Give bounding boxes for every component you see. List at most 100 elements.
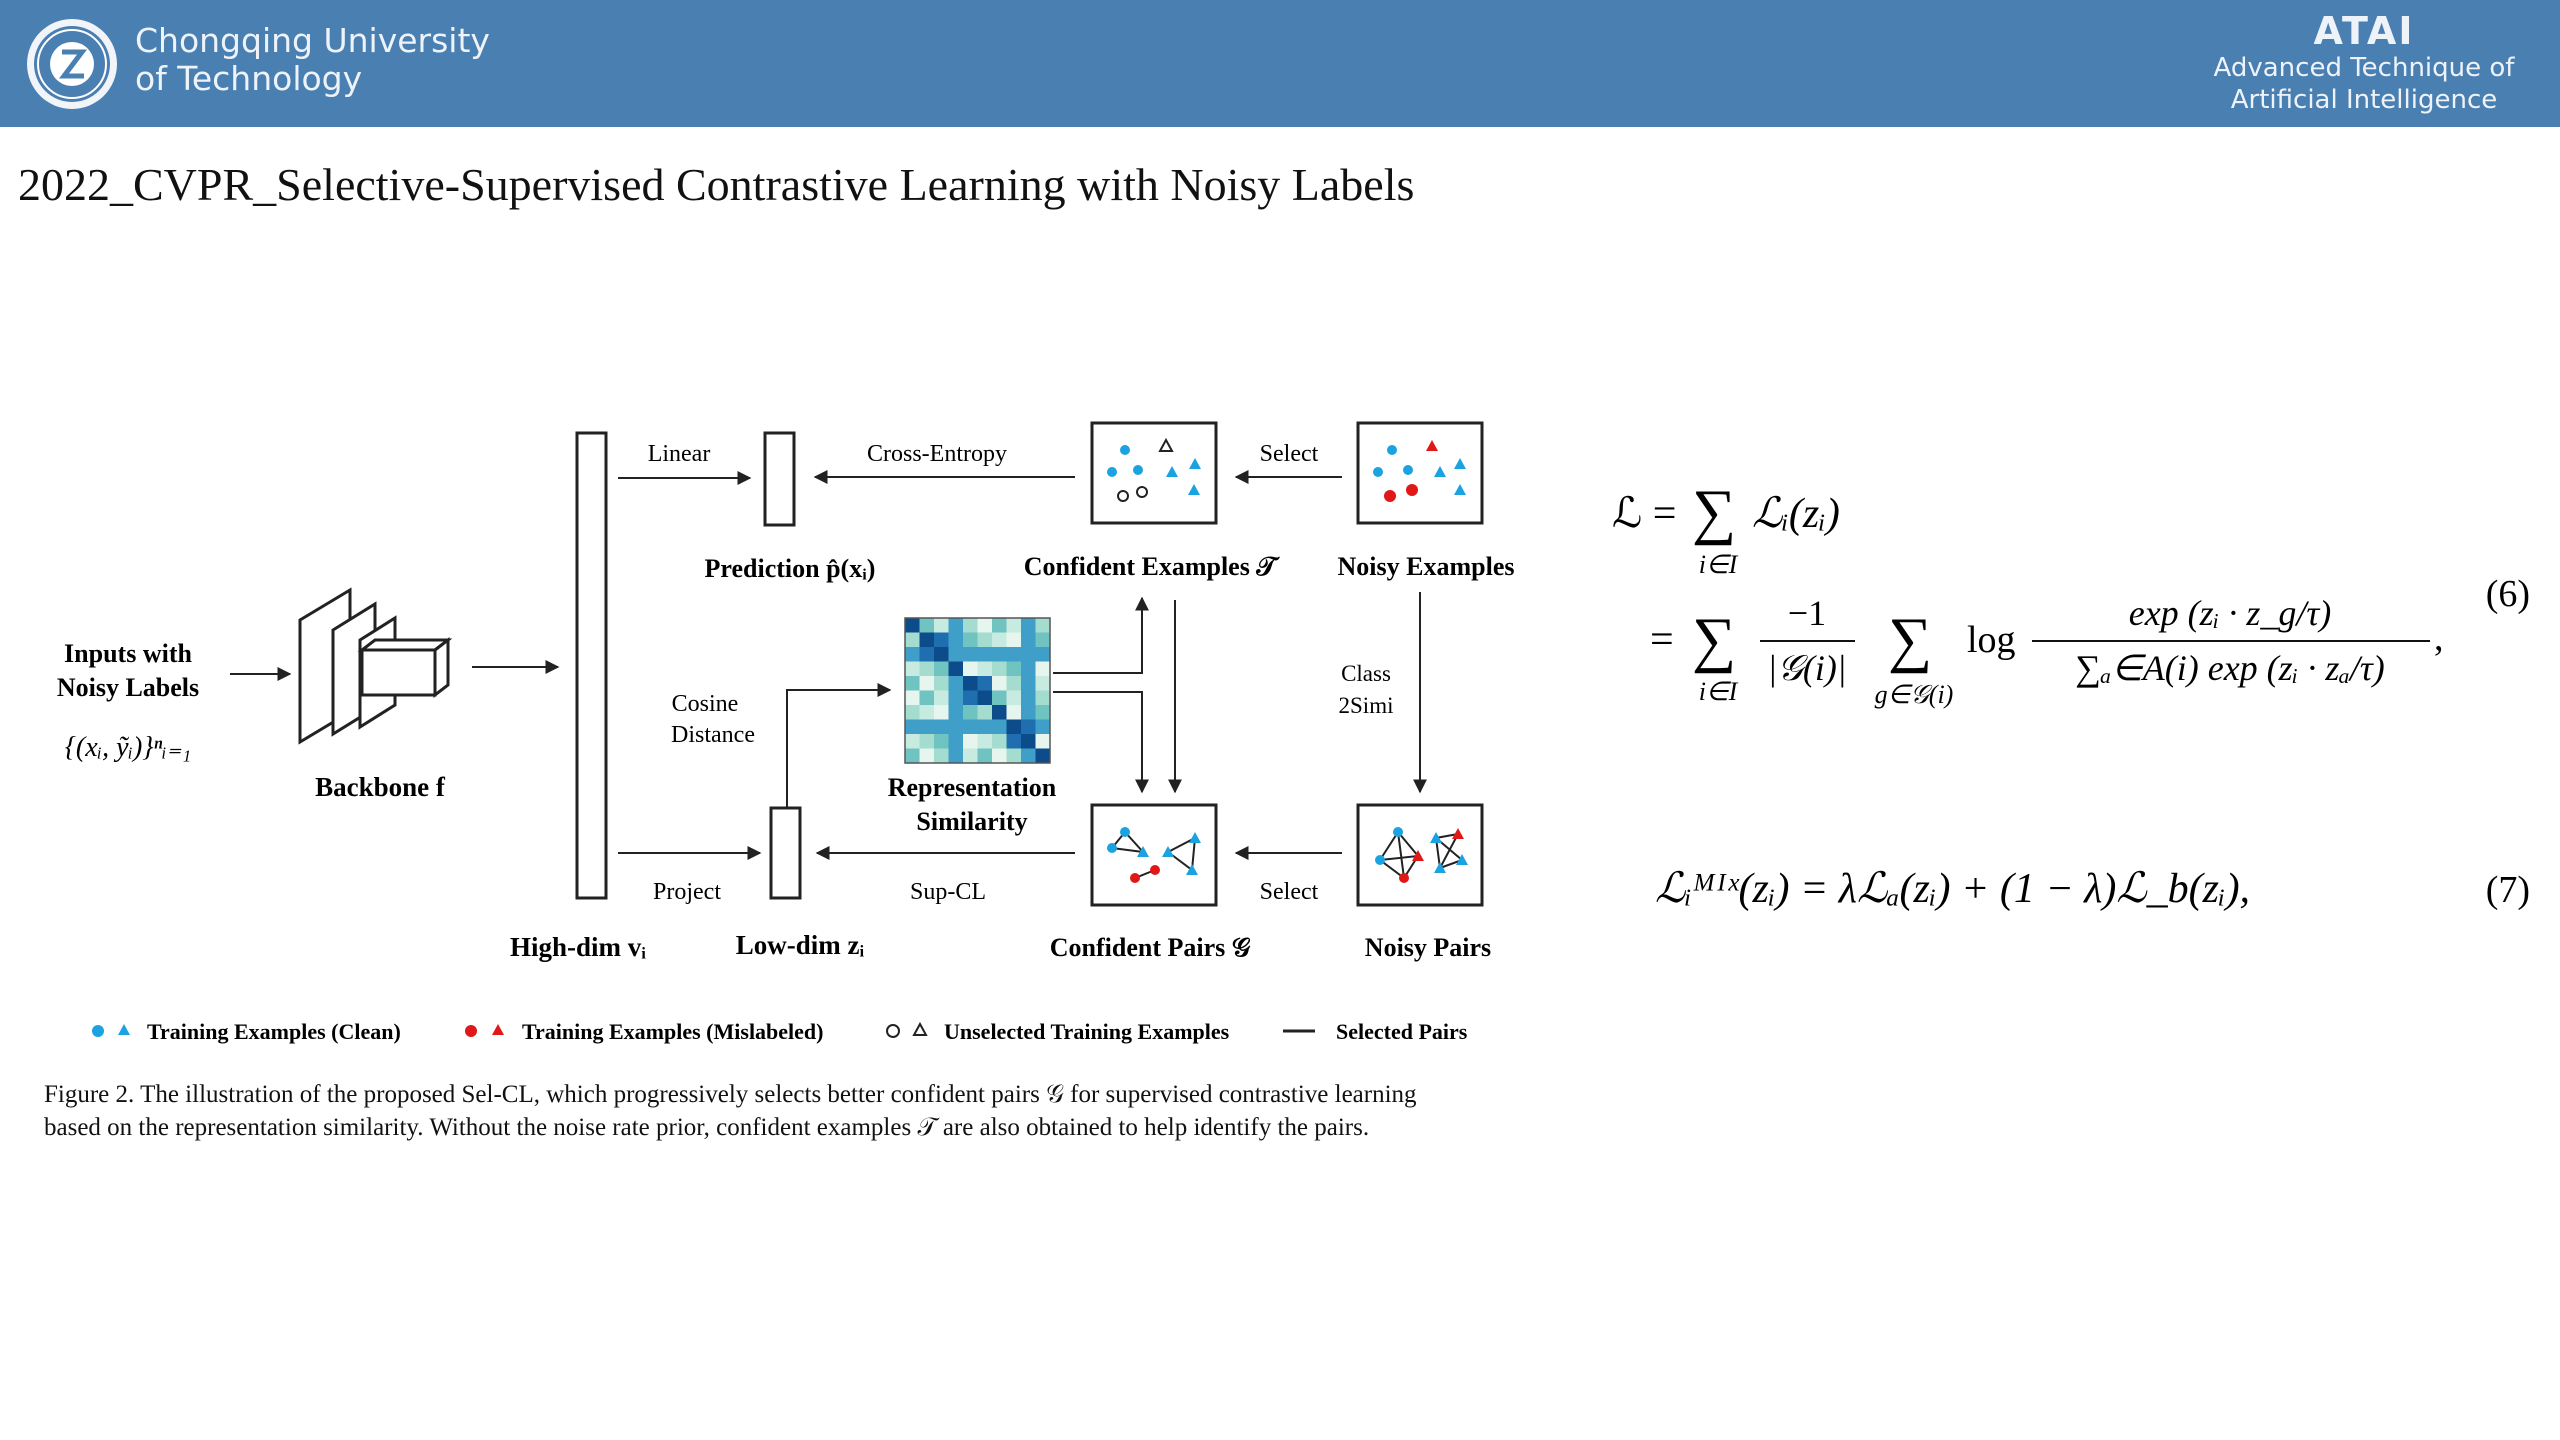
matrix-cell	[977, 705, 992, 720]
matrix-cell	[992, 618, 1007, 633]
eq6-sum-2: ∑	[1692, 606, 1736, 674]
inputs-formula: {(xᵢ, ỹᵢ)}ⁿᵢ₌₁	[65, 732, 192, 763]
legend-selected-pairs: Selected Pairs	[1336, 1019, 1468, 1044]
matrix-cell	[963, 618, 978, 633]
matrix-cell	[905, 632, 920, 647]
prediction-bar	[763, 431, 796, 527]
prediction-label: Prediction p̂(xᵢ)	[705, 554, 876, 583]
brand-block: ATAI Advanced Technique of Artificial In…	[2204, 10, 2524, 116]
matrix-cell	[948, 618, 963, 633]
university-line2: of Technology	[135, 59, 363, 98]
matrix-cell	[992, 734, 1007, 749]
matrix-cell	[977, 734, 992, 749]
caption-line2: based on the representation similarity. …	[44, 1114, 1370, 1141]
sup-cl-label: Sup-CL	[910, 879, 986, 905]
matrix-cell	[992, 661, 1007, 676]
matrix-cell	[905, 719, 920, 734]
matrix-cell	[1021, 618, 1036, 633]
eq7-number: (7)	[2486, 869, 2530, 911]
matrix-cell	[905, 618, 920, 633]
matrix-cell	[919, 676, 934, 691]
matrix-cell	[948, 748, 963, 763]
matrix-cell	[1021, 690, 1036, 705]
noisy-pairs-graph	[1375, 827, 1468, 883]
matrix-cell	[948, 632, 963, 647]
legend: Training Examples (Clean) Training Examp…	[92, 1019, 1468, 1044]
matrix-cell	[948, 647, 963, 662]
project-label: Project	[653, 879, 721, 905]
matrix-cell	[934, 734, 949, 749]
eq6-lhs: ℒ =	[1612, 491, 1676, 537]
matrix-cell	[963, 647, 978, 662]
matrix-cell	[992, 748, 1007, 763]
matrix-cell	[934, 647, 949, 662]
arrow-cosine-distance	[786, 683, 892, 808]
matrix-cell	[934, 690, 949, 705]
matrix-cell	[905, 647, 920, 662]
matrix-cell	[919, 734, 934, 749]
university-logo-icon	[27, 19, 117, 109]
matrix-cell	[1021, 705, 1036, 720]
eq6-abs-g: |𝒢(i)|	[1767, 648, 1846, 688]
matrix-cell	[1035, 734, 1050, 749]
matrix-cell	[905, 705, 920, 720]
confident-examples-label: Confident Examples 𝒯	[1024, 552, 1281, 581]
confident-examples-points	[1107, 437, 1201, 502]
matrix-cell	[963, 632, 978, 647]
matrix-cell	[948, 734, 963, 749]
backbone-label: Backbone f	[315, 772, 446, 802]
matrix-cell	[1035, 632, 1050, 647]
matrix-cell	[919, 618, 934, 633]
caption-line1: Figure 2. The illustration of the propos…	[44, 1081, 1417, 1108]
noisy-examples-points	[1373, 440, 1466, 502]
matrix-cell	[963, 705, 978, 720]
matrix-cell	[1006, 719, 1021, 734]
matrix-cell	[919, 647, 934, 662]
matrix-cell	[963, 734, 978, 749]
backbone-icon	[298, 587, 453, 745]
eq6-number: (6)	[2486, 573, 2530, 615]
confident-pairs-label: Confident Pairs 𝒢	[1050, 933, 1251, 962]
matrix-cell	[948, 676, 963, 691]
legend-mislabeled: Training Examples (Mislabeled)	[522, 1019, 824, 1044]
high-dim-bar	[575, 431, 608, 900]
matrix-cell	[977, 719, 992, 734]
eq6-comma: ,	[2434, 617, 2444, 659]
matrix-cell	[934, 719, 949, 734]
eq6-minus-one: −1	[1788, 593, 1826, 633]
arrow-matrix-to-confident-pairs	[1053, 691, 1149, 794]
matrix-cell	[948, 661, 963, 676]
framework-figure: Inputs with Noisy Labels {(xᵢ, ỹᵢ)}ⁿᵢ₌₁ …	[57, 421, 1514, 1044]
matrix-cell	[905, 748, 920, 763]
matrix-cell	[1035, 705, 1050, 720]
matrix-cell	[934, 661, 949, 676]
matrix-cell	[992, 719, 1007, 734]
inputs-label-line1: Inputs with	[64, 639, 192, 668]
matrix-cell	[992, 647, 1007, 662]
matrix-cell	[1035, 661, 1050, 676]
matrix-cell	[1035, 748, 1050, 763]
cosine-label-line2: Distance	[671, 722, 755, 748]
representation-similarity-matrix	[904, 617, 1051, 764]
confident-pairs-graph	[1107, 827, 1201, 883]
eq7-body: ℒᵢᴹᴵˣ(zᵢ) = λℒₐ(zᵢ) + (1 − λ)ℒ_b(zᵢ),	[1655, 866, 2250, 912]
slide-title: 2022_CVPR_Selective-Supervised Contrasti…	[18, 159, 1415, 210]
select-bottom-label: Select	[1260, 879, 1319, 905]
matrix-cell	[919, 719, 934, 734]
class-label-line1: Class	[1341, 661, 1391, 686]
matrix-cell	[948, 690, 963, 705]
matrix-cell	[919, 748, 934, 763]
rep-similarity-line2: Similarity	[916, 807, 1027, 836]
low-dim-bar	[769, 806, 802, 900]
matrix-cell	[1035, 676, 1050, 691]
matrix-cell	[1006, 748, 1021, 763]
matrix-cell	[963, 661, 978, 676]
matrix-cell	[919, 661, 934, 676]
noisy-pairs-label: Noisy Pairs	[1365, 933, 1491, 962]
matrix-cell	[905, 676, 920, 691]
matrix-cell	[1006, 705, 1021, 720]
matrix-cell	[977, 748, 992, 763]
matrix-cell	[934, 618, 949, 633]
eq6-line2-equals: =	[1650, 617, 1674, 663]
matrix-cell	[919, 632, 934, 647]
